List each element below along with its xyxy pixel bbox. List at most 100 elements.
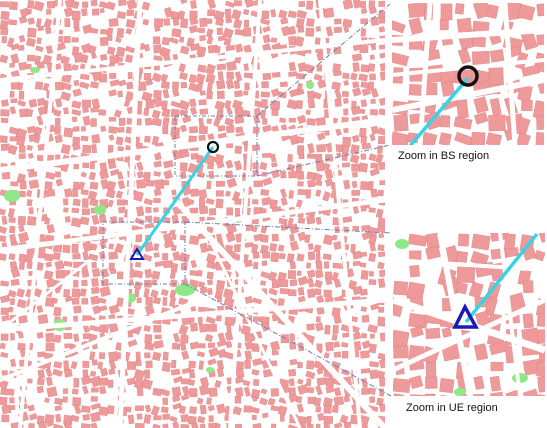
building-block xyxy=(82,413,90,421)
building-block xyxy=(286,99,298,110)
building-block xyxy=(62,244,71,254)
building-block xyxy=(125,45,135,54)
building-block xyxy=(317,412,325,422)
green-area xyxy=(395,239,409,249)
building-block xyxy=(180,0,188,5)
building-block xyxy=(45,27,52,34)
building-block xyxy=(135,405,144,411)
building-block xyxy=(46,386,58,398)
building-block xyxy=(0,54,9,64)
building-block xyxy=(144,369,151,379)
building-block xyxy=(295,395,303,404)
building-block xyxy=(108,322,119,333)
building-block xyxy=(296,270,302,276)
building-block xyxy=(473,394,485,396)
building-block xyxy=(323,415,334,424)
building-block xyxy=(225,170,233,179)
building-layer xyxy=(0,0,385,428)
building-block xyxy=(17,99,26,107)
building-block xyxy=(537,375,545,393)
building-block xyxy=(325,277,333,286)
building-block xyxy=(392,52,409,67)
building-block xyxy=(306,323,315,331)
building-block xyxy=(234,145,242,154)
building-block xyxy=(98,352,106,360)
building-block xyxy=(55,117,61,126)
building-block xyxy=(322,234,334,246)
building-block xyxy=(315,189,322,197)
building-block xyxy=(163,169,173,180)
building-block xyxy=(259,18,270,26)
building-block xyxy=(9,225,16,234)
building-block xyxy=(368,279,377,286)
green-area xyxy=(175,284,195,296)
building-block xyxy=(313,172,323,182)
building-block xyxy=(71,288,81,298)
building-block xyxy=(306,288,316,298)
building-block xyxy=(208,208,217,216)
building-block xyxy=(71,116,78,123)
building-block xyxy=(0,99,9,107)
building-block xyxy=(161,179,170,186)
building-block xyxy=(259,234,269,243)
building-block xyxy=(123,99,131,108)
building-block xyxy=(234,115,245,124)
ue-inset-triangle-icon xyxy=(452,303,479,329)
building-block xyxy=(472,51,490,65)
building-block xyxy=(151,423,161,428)
building-block xyxy=(35,18,42,28)
building-block xyxy=(79,81,90,90)
building-block xyxy=(262,124,272,133)
building-block xyxy=(360,18,369,25)
building-block xyxy=(377,217,385,227)
building-block xyxy=(1,414,10,423)
building-block xyxy=(261,81,269,89)
building-block xyxy=(370,99,376,104)
building-block xyxy=(225,340,233,349)
building-block xyxy=(160,289,169,297)
building-block xyxy=(36,305,44,313)
building-block xyxy=(108,126,118,134)
building-block xyxy=(163,260,173,268)
building-block xyxy=(277,298,285,307)
building-block xyxy=(409,394,427,396)
building-block xyxy=(232,406,242,416)
building-block xyxy=(135,423,145,428)
building-block xyxy=(25,252,34,263)
building-block xyxy=(8,253,16,261)
building-block xyxy=(253,180,263,188)
building-block xyxy=(117,145,125,152)
building-block xyxy=(368,180,374,191)
building-block xyxy=(226,71,234,80)
building-block xyxy=(251,343,260,352)
building-block xyxy=(259,397,268,406)
building-block xyxy=(151,109,161,119)
building-block xyxy=(27,378,33,384)
building-block xyxy=(109,79,120,87)
street xyxy=(393,297,545,373)
building-block xyxy=(226,107,233,116)
building-block xyxy=(368,81,375,90)
building-block xyxy=(307,179,316,188)
building-block xyxy=(456,266,475,283)
building-block xyxy=(322,253,332,261)
building-block xyxy=(252,251,260,259)
building-block xyxy=(352,225,359,231)
building-block xyxy=(8,217,16,223)
building-block xyxy=(377,135,385,145)
building-block xyxy=(108,359,117,370)
building-block xyxy=(134,270,144,279)
building-block xyxy=(378,251,385,258)
building-block xyxy=(90,0,98,7)
building-block xyxy=(71,37,79,43)
building-block xyxy=(0,352,9,358)
building-block xyxy=(244,296,253,304)
building-block xyxy=(196,46,207,57)
building-block xyxy=(188,379,196,386)
building-block xyxy=(316,306,325,315)
building-block xyxy=(27,17,35,25)
building-block xyxy=(180,45,190,55)
building-block xyxy=(324,178,334,187)
building-block xyxy=(206,118,212,124)
building-block xyxy=(315,180,323,186)
